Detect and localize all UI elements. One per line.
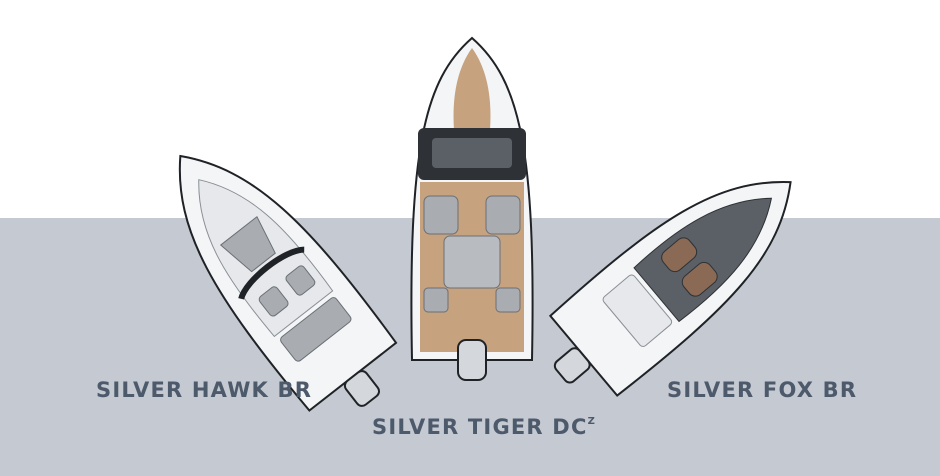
model-label-hawk: SILVER HAWK BR	[96, 378, 313, 402]
model-label-fox: SILVER FOX BR	[667, 378, 858, 402]
model-suffix-tiger: Z	[587, 416, 597, 427]
model-label-tiger: SILVER TIGER DCZ	[372, 415, 597, 439]
